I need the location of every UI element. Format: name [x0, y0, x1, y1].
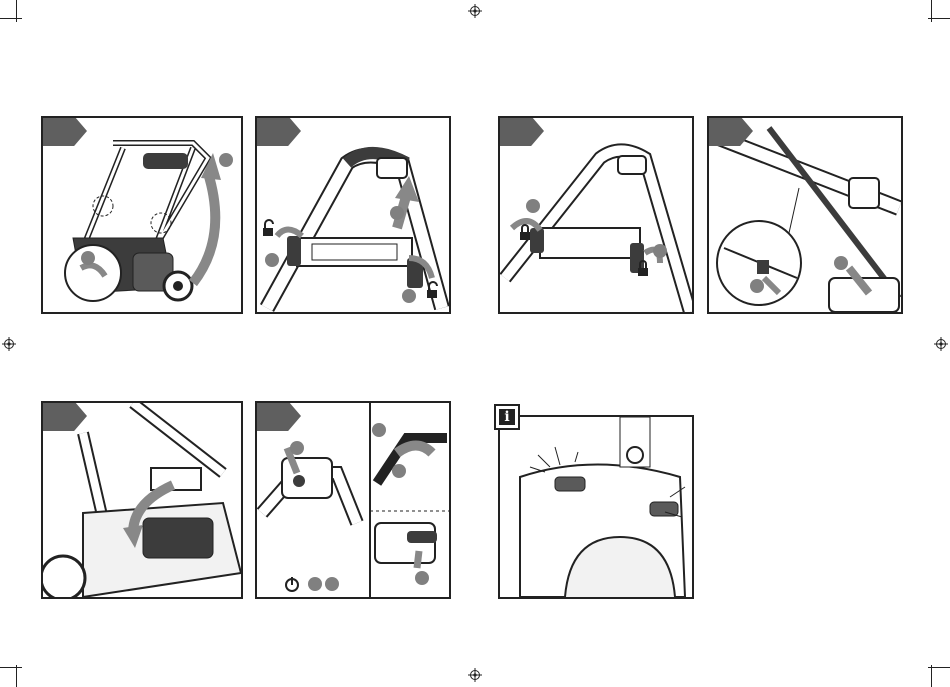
crop-mark-bottom-right-h: [928, 667, 950, 668]
step-panel-unfold-handle: [41, 116, 243, 314]
handle-knobs-unlock-illustration: [257, 118, 449, 312]
crop-mark-bottom-left-h: [0, 667, 22, 668]
mower-handle-unfold-illustration: [43, 118, 241, 312]
registration-mark-icon: [934, 337, 948, 351]
battery-insert-illustration: [43, 403, 241, 597]
crop-mark-bottom-left: [16, 665, 17, 687]
headlights-illustration: [500, 417, 692, 597]
registration-mark-icon: [2, 337, 16, 351]
step-panel-insert-battery: [41, 401, 243, 599]
registration-mark-icon: [468, 668, 482, 682]
info-panel-headlights: [498, 415, 694, 599]
cord-clip-illustration: [709, 118, 901, 312]
info-icon: i: [494, 404, 520, 430]
step-panel-cord-clip: [707, 116, 903, 314]
start-switch-illustration: [257, 403, 449, 597]
step-panel-lock-knobs: [498, 116, 694, 314]
handle-knobs-lock-illustration: [500, 118, 692, 312]
step-panel-start: [255, 401, 451, 599]
crop-mark-top-right-h: [928, 18, 950, 19]
crop-mark-top-left-h: [0, 18, 22, 19]
registration-mark-icon: [468, 4, 482, 18]
info-icon-glyph: i: [499, 409, 515, 425]
crop-mark-bottom-right: [931, 665, 932, 687]
step-panel-unlock-knobs: [255, 116, 451, 314]
